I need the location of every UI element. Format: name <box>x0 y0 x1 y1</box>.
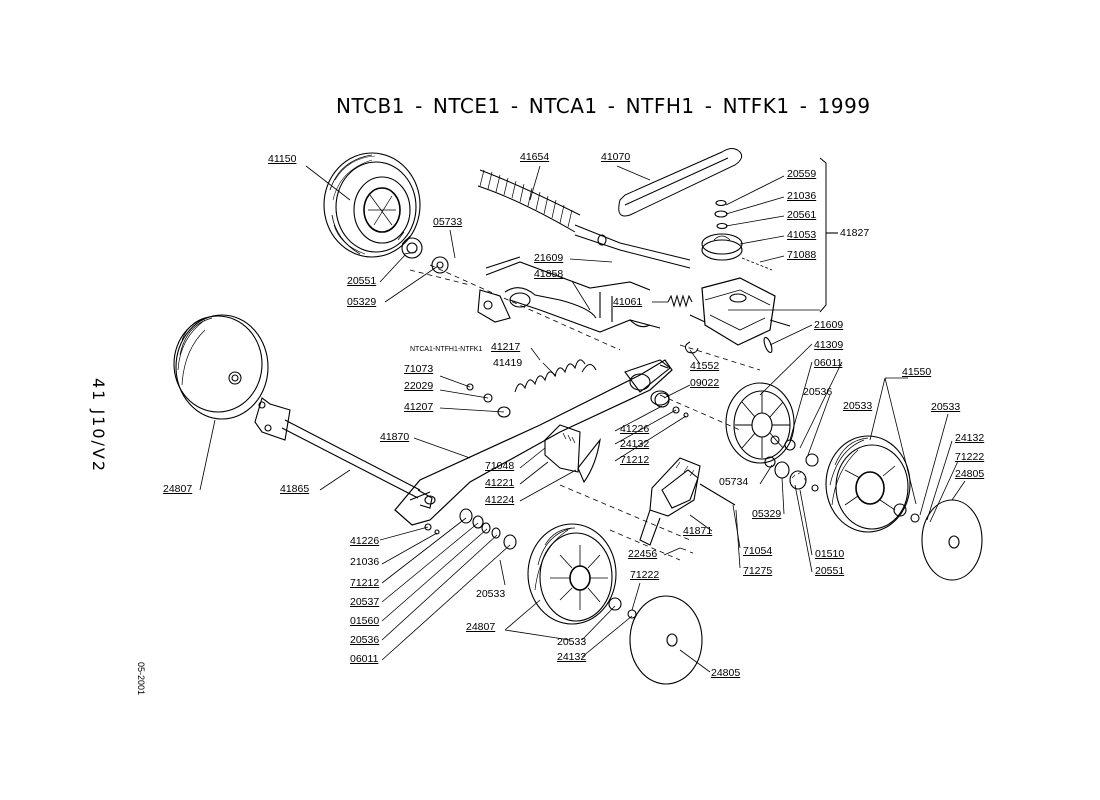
leader-lines <box>199 165 966 673</box>
part-label: 06011 <box>814 357 843 369</box>
height-pedal <box>639 457 736 546</box>
hubcap-right <box>921 499 983 581</box>
model-ntfh1: NTFH1 <box>625 94 695 118</box>
part-label: 20533 <box>476 588 506 600</box>
rear-axle <box>254 397 433 509</box>
wheel-bottom <box>527 523 703 685</box>
spring-41061 <box>667 294 693 308</box>
part-label: 41150 <box>268 153 297 165</box>
part-label: 24805 <box>711 667 741 679</box>
part-label: 21036 <box>350 556 380 568</box>
part-label: 21036 <box>787 190 817 202</box>
part-label: 24132 <box>955 432 985 444</box>
part-label: 05733 <box>433 216 463 228</box>
part-label: 21609 <box>814 319 844 331</box>
spring-41419 <box>514 359 586 393</box>
part-label: 41226 <box>350 535 380 547</box>
part-label: 24807 <box>163 483 193 495</box>
part-label: 24132 <box>557 651 587 663</box>
part-label: 41207 <box>404 401 434 413</box>
part-label: 20533 <box>557 636 587 648</box>
assembly-note: NTCA1-NTFH1-NTFK1 <box>410 346 483 353</box>
right-small-parts <box>654 392 819 492</box>
part-label: 05734 <box>719 476 749 488</box>
part-label: 06011 <box>350 653 379 665</box>
part-label: 71222 <box>630 569 660 581</box>
model-title: NTCB1-NTCE1-NTCA1-NTFH1-NTFK1-1999 <box>336 94 871 118</box>
part-label: 41871 <box>683 525 713 537</box>
wheel-right <box>825 435 920 533</box>
group-label: 41827 <box>840 227 870 239</box>
part-label: 41226 <box>620 423 650 435</box>
grip-sleeve <box>477 169 691 269</box>
part-label: 41309 <box>814 339 844 351</box>
part-label: 20551 <box>347 275 377 287</box>
model-ntcb1: NTCB1 <box>336 94 405 118</box>
part-label: 41552 <box>690 360 720 372</box>
axis-lines <box>409 264 761 561</box>
part-label: 20559 <box>787 168 817 180</box>
part-label: 71054 <box>743 545 773 557</box>
part-label: 41654 <box>520 151 550 163</box>
part-label: 01510 <box>815 548 845 560</box>
part-label: 09022 <box>690 377 720 389</box>
part-label: 24132 <box>620 438 650 450</box>
drive-belt <box>618 148 743 217</box>
part-label: 71275 <box>743 565 773 577</box>
model-ntce1: NTCE1 <box>432 94 501 118</box>
part-label: 71088 <box>787 249 817 261</box>
group-bracket <box>819 157 827 313</box>
model-ntfk1: NTFK1 <box>722 94 790 118</box>
part-label: 22029 <box>404 380 434 392</box>
part-label: 20533 <box>931 401 961 413</box>
part-label: 41419 <box>493 357 523 369</box>
part-label: 24805 <box>955 468 985 480</box>
part-label: 01560 <box>350 615 380 627</box>
part-label: 41053 <box>787 229 817 241</box>
part-label: 05329 <box>752 508 782 520</box>
part-label: 71212 <box>620 454 650 466</box>
model-ntca1: NTCA1 <box>528 94 598 118</box>
wheel-left <box>173 314 269 420</box>
part-label: 20551 <box>815 565 845 577</box>
part-label: 41870 <box>380 431 410 443</box>
part-label: 05329 <box>347 296 377 308</box>
model-year: 1999 <box>817 94 871 118</box>
gearbox <box>689 277 791 354</box>
part-label: 71222 <box>955 451 985 463</box>
part-label: 20536 <box>350 634 380 646</box>
part-label: 21609 <box>534 252 564 264</box>
ring-41552 <box>684 341 699 354</box>
drive-gear-disc <box>725 382 795 464</box>
part-label: 41858 <box>534 268 564 280</box>
part-label: 71073 <box>404 363 434 375</box>
handle-tube <box>477 256 661 333</box>
part-label: 22456 <box>628 548 658 560</box>
part-label: 24807 <box>466 621 496 633</box>
part-label: 41217 <box>491 341 521 353</box>
part-label: 20561 <box>787 209 817 221</box>
part-label: 20536 <box>803 386 833 398</box>
part-label: 41550 <box>902 366 932 378</box>
part-label: 41061 <box>613 296 643 308</box>
part-label: 41070 <box>601 151 631 163</box>
part-label: 20533 <box>843 400 873 412</box>
chassis-plate <box>394 359 673 526</box>
left-small-parts <box>424 508 694 554</box>
wheel-top-left <box>323 152 449 274</box>
part-label: 71048 <box>485 460 515 472</box>
part-label: 41865 <box>280 483 310 495</box>
part-label: 41221 <box>485 477 515 489</box>
part-label: 20537 <box>350 596 380 608</box>
part-label: 71212 <box>350 577 380 589</box>
part-label: 41224 <box>485 494 515 506</box>
adjust-bracket <box>544 424 601 484</box>
